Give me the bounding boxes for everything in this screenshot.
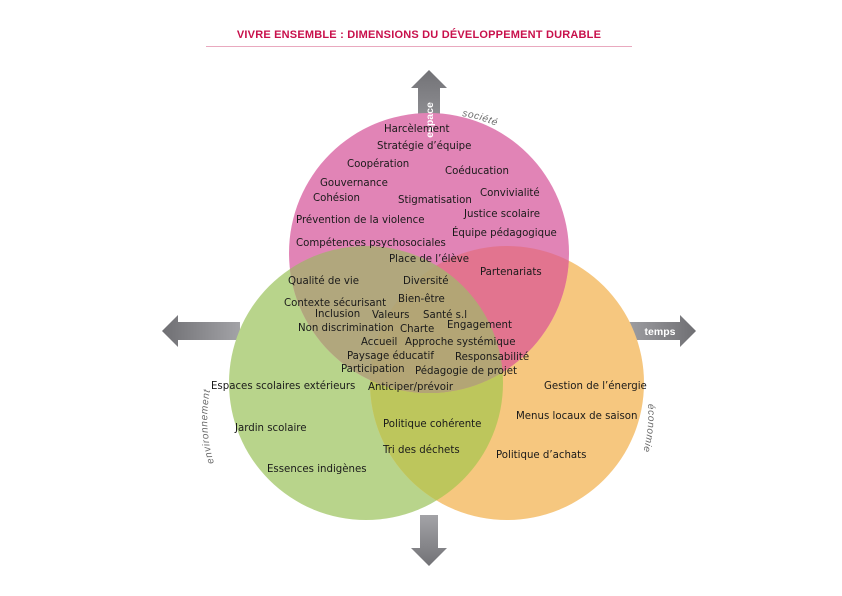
overlap-center [370, 246, 503, 393]
item-charte: Charte [400, 324, 434, 335]
item-approche-systemique: Approche systémique [405, 336, 516, 348]
item-convivialite: Convivialité [480, 187, 540, 199]
item-place-eleve: Place de l’élève [389, 253, 469, 265]
item-gestion-energie: Gestion de l’énergie [544, 380, 647, 392]
item-responsabilite: Responsabilité [455, 351, 529, 363]
item-politique-achats: Politique d’achats [496, 450, 586, 461]
arrow-right-temps [620, 315, 696, 347]
item-cooperation: Coopération [347, 158, 409, 170]
item-qualite-vie: Qualité de vie [288, 275, 359, 287]
item-competences-psychosociales: Compétences psychosociales [296, 237, 446, 249]
item-bien-etre: Bien-être [398, 293, 445, 305]
item-paysage-educatif: Paysage éducatif [347, 350, 434, 362]
item-inclusion: Inclusion [315, 309, 360, 320]
item-prevention-violence: Prévention de la violence [296, 214, 425, 226]
item-espaces-scolaires-exterieurs: Espaces scolaires extérieurs [211, 380, 355, 392]
dimension-label-environnement: environnement [199, 388, 217, 466]
item-pedagogie-projet: Pédagogie de projet [415, 365, 517, 377]
diagram-title: VIVRE ENSEMBLE : DIMENSIONS DU DÉVELOPPE… [236, 29, 602, 41]
item-sante: Santé s.l [423, 309, 467, 321]
dimension-label-economie: économie [640, 404, 656, 454]
item-accueil: Accueil [361, 337, 397, 348]
item-stigmatisation: Stigmatisation [398, 195, 472, 206]
item-participation: Participation [341, 364, 405, 375]
item-anticiper-prevoir: Anticiper/prévoir [368, 381, 454, 393]
title-divider [206, 46, 632, 47]
item-politique-coherente: Politique cohérente [383, 418, 481, 430]
item-tri-dechets: Tri des déchets [382, 444, 460, 456]
item-contexte-securisant: Contexte sécurisant [284, 297, 386, 309]
item-essences-indigenes: Essences indigènes [267, 463, 367, 475]
arrow-down [411, 515, 447, 566]
item-non-discrimination: Non discrimination [298, 323, 394, 334]
item-menus-locaux: Menus locaux de saison [516, 411, 638, 422]
item-harcelement: Harcèlement [384, 123, 449, 135]
axis-label-temps: temps [645, 326, 676, 338]
item-equipe-pedagogique: Équipe pédagogique [452, 226, 557, 239]
item-jardin-scolaire: Jardin scolaire [234, 423, 307, 434]
item-coeducation: Coéducation [445, 165, 509, 177]
item-valeurs: Valeurs [372, 310, 409, 321]
item-cohesion: Cohésion [313, 192, 360, 204]
item-justice-scolaire: Justice scolaire [463, 209, 540, 220]
axis-label-espace: espace [424, 102, 436, 138]
item-diversite: Diversité [403, 275, 449, 287]
item-gouvernance: Gouvernance [320, 178, 388, 189]
item-partenariats: Partenariats [480, 267, 542, 278]
arrow-left [162, 315, 240, 347]
item-strategie-equipe: Stratégie d’équipe [377, 140, 471, 152]
item-engagement: Engagement [447, 320, 512, 331]
